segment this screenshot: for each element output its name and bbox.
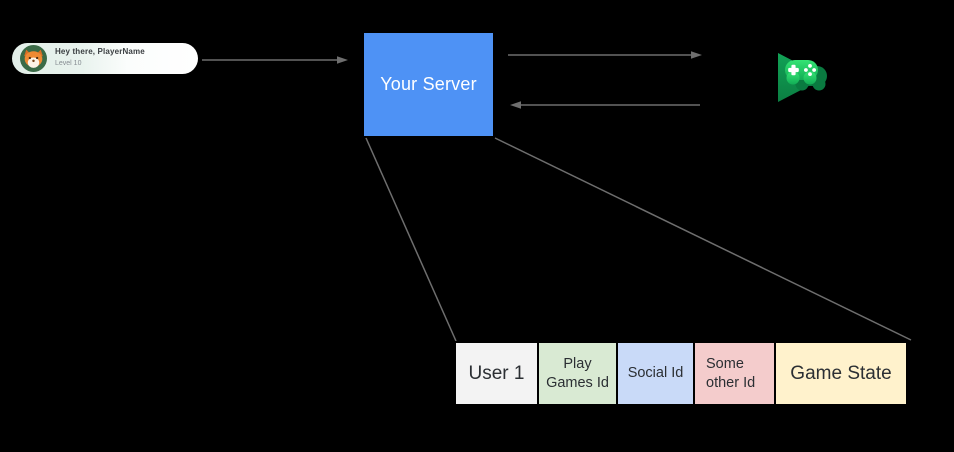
cell-social-id: Social Id xyxy=(618,343,695,404)
gamepad-shape xyxy=(785,60,818,85)
cell-user-1: User 1 xyxy=(456,343,539,404)
cell-game-state: Game State xyxy=(776,343,906,404)
cell-some-other-id: Some other Id xyxy=(695,343,776,404)
google-play-games-icon xyxy=(778,53,827,102)
banner-level-text: Level 10 xyxy=(55,59,82,67)
cell-play-games-id: Play Games Id xyxy=(539,343,618,404)
server-to-table-left-line xyxy=(365,137,457,342)
server-to-playgames-arrow xyxy=(508,51,702,59)
your-server-box: Your Server xyxy=(364,33,493,136)
playgames-to-server-arrow xyxy=(510,101,700,109)
fox-avatar-icon xyxy=(20,45,47,72)
server-to-table-right-line xyxy=(494,137,912,341)
server-label: Your Server xyxy=(380,74,477,94)
banner-to-server-arrow xyxy=(202,56,348,64)
banner-greeting-text: Hey there, PlayerName xyxy=(55,47,145,56)
user-mapping-table: User 1 Play Games Id Social Id Some othe… xyxy=(454,341,908,406)
player-greeting-banner: Hey there, PlayerName Level 10 xyxy=(12,43,198,74)
